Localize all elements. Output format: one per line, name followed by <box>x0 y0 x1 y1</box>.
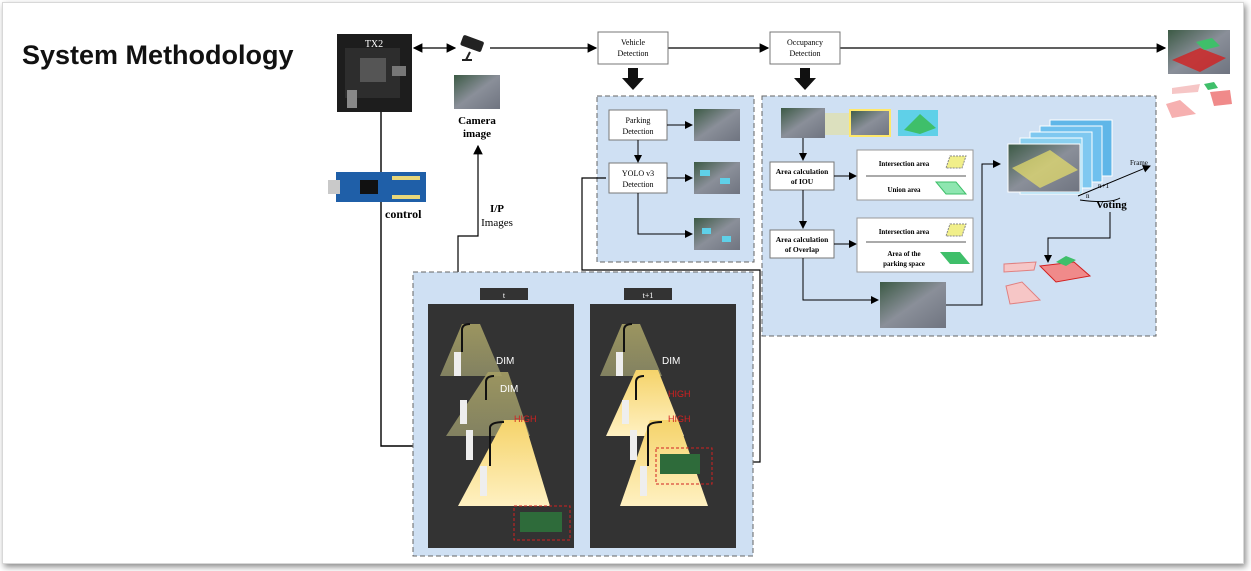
union-shape <box>934 181 968 195</box>
vehicle-detection-label-2: Detection <box>617 49 648 58</box>
voting-result-parking-map <box>1003 256 1092 305</box>
camera-image-thumbnail <box>454 75 500 109</box>
area-iou-box <box>769 161 835 191</box>
parking-detection-box <box>608 109 668 141</box>
parking-detection-label-2: Detection <box>622 127 653 136</box>
intersection-area-label-1: Intersection area <box>879 160 930 168</box>
camera-image-label-2: image <box>463 128 491 140</box>
t-high: HIGH <box>514 414 537 424</box>
highlight-wedge <box>825 113 850 135</box>
overlap-to-result-arrow <box>802 258 879 304</box>
frame-stack <box>1007 119 1113 195</box>
frame-n1-label: n+1 <box>1098 182 1109 190</box>
lighting-panel-t <box>428 304 574 548</box>
yolo-detection-label-1: YOLO v3 <box>622 169 654 178</box>
result-box-1 <box>702 228 711 234</box>
union-area-label: Union area <box>887 186 921 194</box>
yolo-detection-image <box>694 162 740 194</box>
voting-output-arrow <box>1044 212 1111 263</box>
area-overlap-box <box>769 229 835 259</box>
occupancy-input-image <box>781 108 825 138</box>
occupancy-down-block-arrow <box>794 68 816 90</box>
car-crop-image <box>849 109 891 137</box>
vehicle-detection-box <box>597 31 669 65</box>
t1-high-2: HIGH <box>668 414 691 424</box>
voting-label: Voting <box>1096 199 1127 211</box>
vehicle-down-block-arrow <box>622 68 644 90</box>
yolo-box-2 <box>720 178 730 184</box>
vehicle-result-image <box>694 218 740 250</box>
frame-n-label: n <box>1086 192 1090 200</box>
slide-title: System Methodology <box>22 40 294 70</box>
t-dim-2: DIM <box>500 384 518 395</box>
lighting-panel-t1 <box>590 304 736 548</box>
output-parking-map <box>1166 82 1232 118</box>
camera-image-label-1: Camera <box>458 115 496 127</box>
intersection-shape-2 <box>945 223 967 237</box>
tx2-label: TX2 <box>365 39 383 50</box>
parking-space-label-1: Area of the <box>887 250 920 258</box>
intersection-area-label-2: Intersection area <box>879 228 930 236</box>
frame-axis-arrow <box>1077 165 1151 197</box>
parking-space-label-2: parking space <box>883 260 925 268</box>
t1-high-1: HIGH <box>668 389 691 399</box>
area-overlap-label-2: of Overlap <box>785 245 819 254</box>
t-tab <box>480 288 528 300</box>
frame-label: Frame <box>1130 159 1148 167</box>
t1-tab <box>624 288 672 300</box>
t1-dim: DIM <box>662 356 680 367</box>
t1-label: t+1 <box>643 291 654 300</box>
output-overlay-green <box>1196 38 1220 50</box>
area-iou-label-2: of IOU <box>791 177 814 186</box>
output-overlay-red <box>1172 48 1226 72</box>
mask-overlay <box>904 114 936 134</box>
voting-brace <box>1079 197 1121 203</box>
yolo-box-1 <box>700 170 710 176</box>
tx2-board: TX2 <box>337 34 412 112</box>
parking-detection-image <box>694 109 740 141</box>
yolo-output-arrow-2 <box>637 193 693 238</box>
yolo-detection-box <box>608 162 668 194</box>
occupancy-detection-box <box>769 31 841 65</box>
vehicle-detection-label-1: Vehicle <box>621 38 645 47</box>
ip-images-label-2: Images <box>481 217 513 229</box>
arduino-board <box>328 172 426 202</box>
t-dim-1: DIM <box>496 356 514 367</box>
security-camera-icon <box>460 35 484 61</box>
area-iou-label-1: Area calculation <box>776 167 829 176</box>
parking-space-shape <box>940 252 970 264</box>
occupancy-detection-label-1: Occupancy <box>787 38 823 47</box>
parking-detection-label-1: Parking <box>626 116 651 125</box>
occupancy-result-image <box>880 282 946 328</box>
area-overlap-label-1: Area calculation <box>776 235 829 244</box>
t-label: t <box>503 291 506 300</box>
intersection-shape-1 <box>945 155 967 169</box>
result-to-frames-arrow <box>946 160 1001 306</box>
yolo-detection-label-2: Detection <box>622 180 653 189</box>
control-label: control <box>385 207 422 221</box>
ip-images-label-1: I/P <box>490 203 504 215</box>
result-box-2 <box>722 236 731 242</box>
occupancy-detection-label-2: Detection <box>789 49 820 58</box>
